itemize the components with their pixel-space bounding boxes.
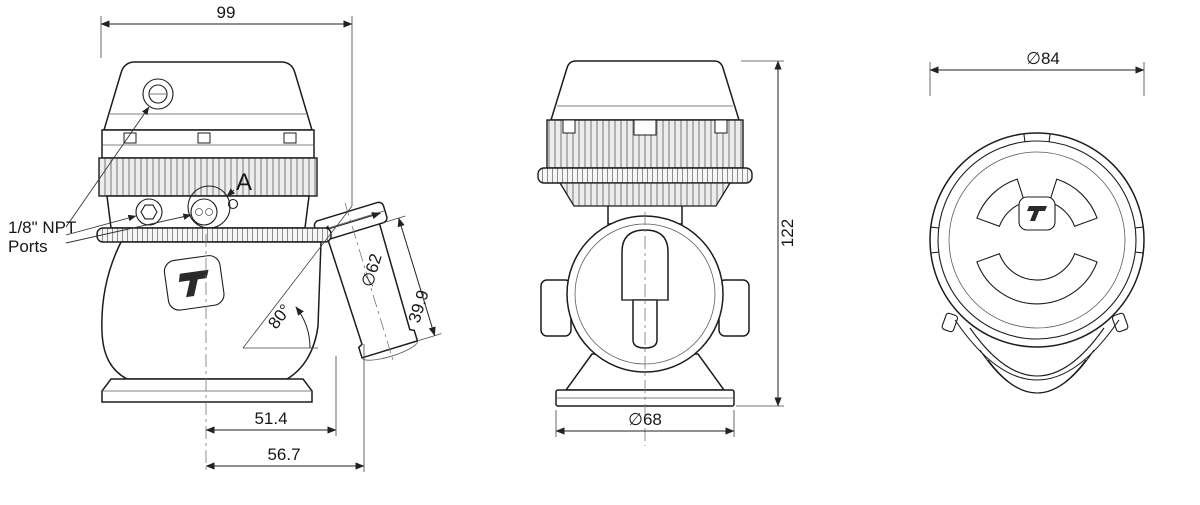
dimension-offset-inner: 51.4 (205, 356, 337, 436)
base-flange (101, 378, 313, 403)
dimension-cap-diameter: ∅84 (929, 49, 1145, 96)
spring-housing-band (101, 129, 315, 159)
cap-outer-ring (929, 132, 1145, 348)
npt-ports-callout: 1/8" NPT Ports (8, 106, 192, 256)
side-view: A 99 1/8" NPT Ports ∅62 39.9 80° (8, 3, 442, 474)
detail-circle-a (187, 185, 231, 229)
turbosmart-logo-side (163, 255, 225, 311)
dim-label-cap-diameter: ∅84 (1026, 49, 1060, 68)
detail-a-leader (226, 188, 235, 197)
front-serrated-flange (537, 167, 753, 184)
detail-label-a: A (236, 169, 252, 196)
port-fitting-2 (190, 198, 218, 226)
dim-label-offset-inner: 51.4 (254, 409, 287, 428)
front-cap (549, 60, 741, 121)
ribbed-collar (98, 157, 318, 197)
turbosmart-logo-top (1018, 196, 1056, 231)
top-view: ∅84 (929, 49, 1145, 394)
dimension-base-diameter: ∅68 (555, 410, 735, 437)
dimension-offset-outer: 56.7 (205, 344, 365, 472)
front-collar (558, 182, 732, 207)
dim-line-outlet-length (397, 217, 436, 337)
dimension-overall-height: 122 (736, 60, 797, 407)
bleed-screw (227, 198, 239, 210)
sensor-port-band (106, 195, 310, 229)
port-fitting-1 (135, 198, 163, 226)
actuator-cap (102, 61, 314, 131)
dimension-overall-width: 99 (100, 3, 353, 206)
front-view: 122 ∅68 (537, 60, 797, 446)
serrated-flange (96, 227, 332, 243)
clamp-ear-right (1111, 312, 1129, 333)
valve-body (101, 241, 322, 380)
dim-label-overall-width: 99 (217, 3, 236, 22)
dim-line-outlet-diameter (320, 212, 381, 233)
dim-label-outlet-length: 39.9 (405, 288, 433, 325)
rim-tabs (930, 133, 1144, 254)
dim-label-overall-height: 122 (778, 219, 797, 247)
clamp-ear-left (941, 312, 959, 333)
dim-label-offset-outer: 56.7 (267, 445, 300, 464)
cap-face-bands (976, 178, 1098, 305)
dim-label-base-diameter: ∅68 (628, 410, 662, 429)
top-outlet-flange (941, 312, 1129, 394)
npt-ports-label-line1: 1/8" NPT (8, 218, 76, 237)
npt-ports-label-line2: Ports (8, 237, 48, 256)
